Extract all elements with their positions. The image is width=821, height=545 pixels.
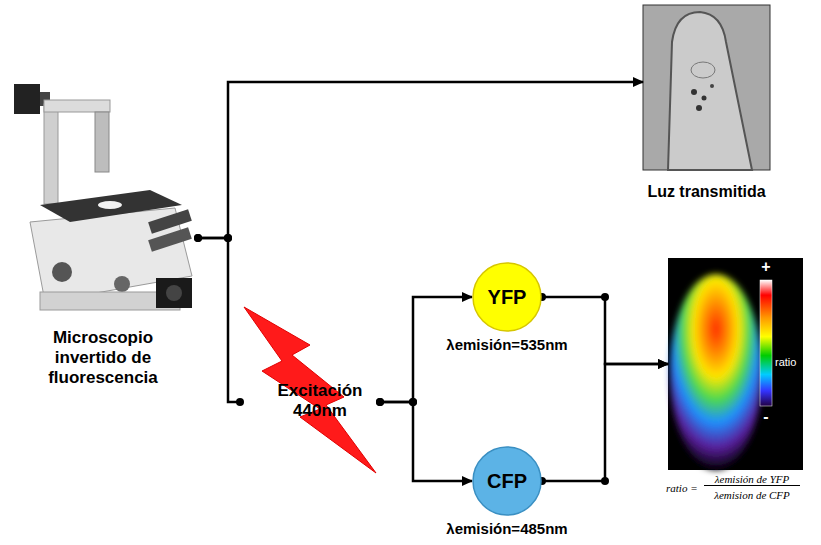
connector	[538, 364, 668, 485]
scale-min: -	[756, 408, 776, 426]
junction-dot	[194, 234, 202, 242]
figure-caption: Luz transmitida	[628, 183, 785, 201]
junction-dot	[224, 234, 232, 242]
connector	[194, 234, 244, 406]
ratio-image	[668, 258, 803, 470]
fluorophore-circle: YFPλemisión=535nm	[472, 262, 542, 332]
fluorophore-name: YFP	[472, 262, 542, 332]
junction-dot	[376, 398, 384, 406]
formula-denominator: λemision de CFP	[704, 489, 800, 501]
connector	[538, 293, 668, 364]
transmitted-light-image	[643, 5, 770, 170]
microscope-drawing	[14, 84, 192, 310]
junction-dot	[376, 398, 384, 406]
junction-dot	[194, 234, 202, 242]
formula-lhs: ratio =	[666, 482, 698, 494]
excitation-bolt: Excitación 440nm	[240, 305, 380, 475]
junction-dot	[601, 293, 609, 301]
ratio-image-panel: +ratio-ratio =λemisión de YFPλemision de…	[668, 258, 803, 470]
excitation-label: Excitación 440nm	[268, 381, 372, 421]
junction-dot	[236, 398, 244, 406]
image-panel: Luz transmitida	[643, 5, 770, 170]
scale-max: +	[756, 258, 776, 276]
emission-wavelength: λemisión=535nm	[430, 336, 584, 353]
microscope-figure: Microscopio invertido de fluorescencia	[8, 80, 198, 320]
fluorophore-name: CFP	[472, 446, 542, 516]
junction-dot	[224, 234, 232, 242]
scale-title: ratio	[775, 356, 796, 368]
fluorophore-circle: CFPλemisión=485nm	[472, 446, 542, 516]
formula-numerator: λemisión de YFP	[704, 473, 800, 486]
connector	[376, 398, 472, 481]
figure-caption: Microscopio invertido de fluorescencia	[18, 328, 188, 388]
connector	[194, 82, 643, 242]
junction-dot	[409, 398, 417, 406]
junction-dot	[409, 398, 417, 406]
emission-wavelength: λemisión=485nm	[430, 520, 584, 537]
junction-dot	[601, 477, 609, 485]
